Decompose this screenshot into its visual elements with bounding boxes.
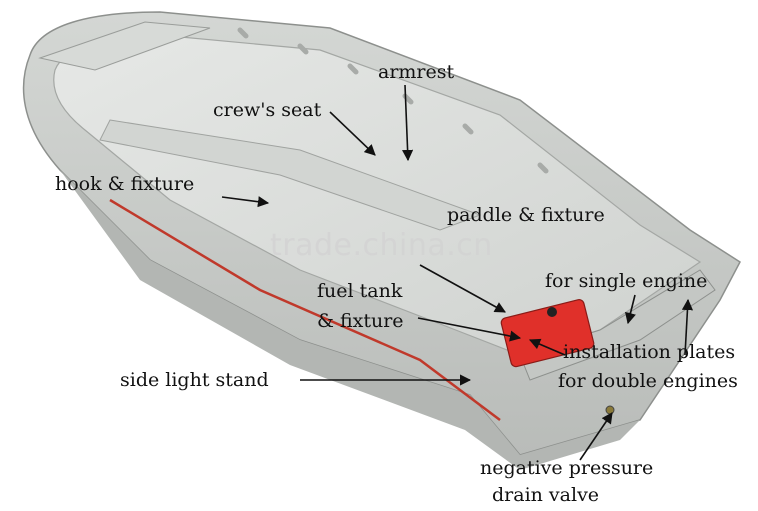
label-drain-line2: drain valve xyxy=(492,484,600,506)
bow-deck xyxy=(38,21,211,71)
arrow-armrest xyxy=(402,84,414,162)
label-fuel-tank-line2: & fixture xyxy=(317,310,404,332)
label-paddle-fixture: paddle & fixture xyxy=(447,204,605,226)
label-armrest: armrest xyxy=(378,61,455,83)
label-hook-fixture: hook & fixture xyxy=(55,173,195,195)
arrow-install-2 xyxy=(528,338,566,356)
label-crews-seat: crew's seat xyxy=(213,99,322,121)
fuel-tank xyxy=(500,299,595,368)
hull-stripe xyxy=(109,198,501,421)
label-fuel-tank-line1: fuel tank xyxy=(317,280,403,302)
drain-valve xyxy=(605,405,615,415)
arrow-single-engine xyxy=(625,294,636,325)
arrow-hook xyxy=(221,196,270,208)
arrow-drain xyxy=(579,412,613,461)
arrow-crews-seat xyxy=(329,111,376,156)
crew-seat-bench xyxy=(99,119,482,231)
watermark: trade.china.cn xyxy=(270,228,493,263)
label-side-light: side light stand xyxy=(120,369,269,391)
arrow-install-1 xyxy=(681,298,694,356)
label-installation-line1: installation plates xyxy=(563,341,736,363)
arrow-fuel-tank-1 xyxy=(419,264,506,313)
label-drain-line1: negative pressure xyxy=(480,457,654,479)
label-installation-line2: for double engines xyxy=(558,370,738,392)
arrow-fuel-tank-2 xyxy=(417,317,522,342)
hull-side xyxy=(60,170,640,470)
label-single-engine: for single engine xyxy=(545,270,708,292)
